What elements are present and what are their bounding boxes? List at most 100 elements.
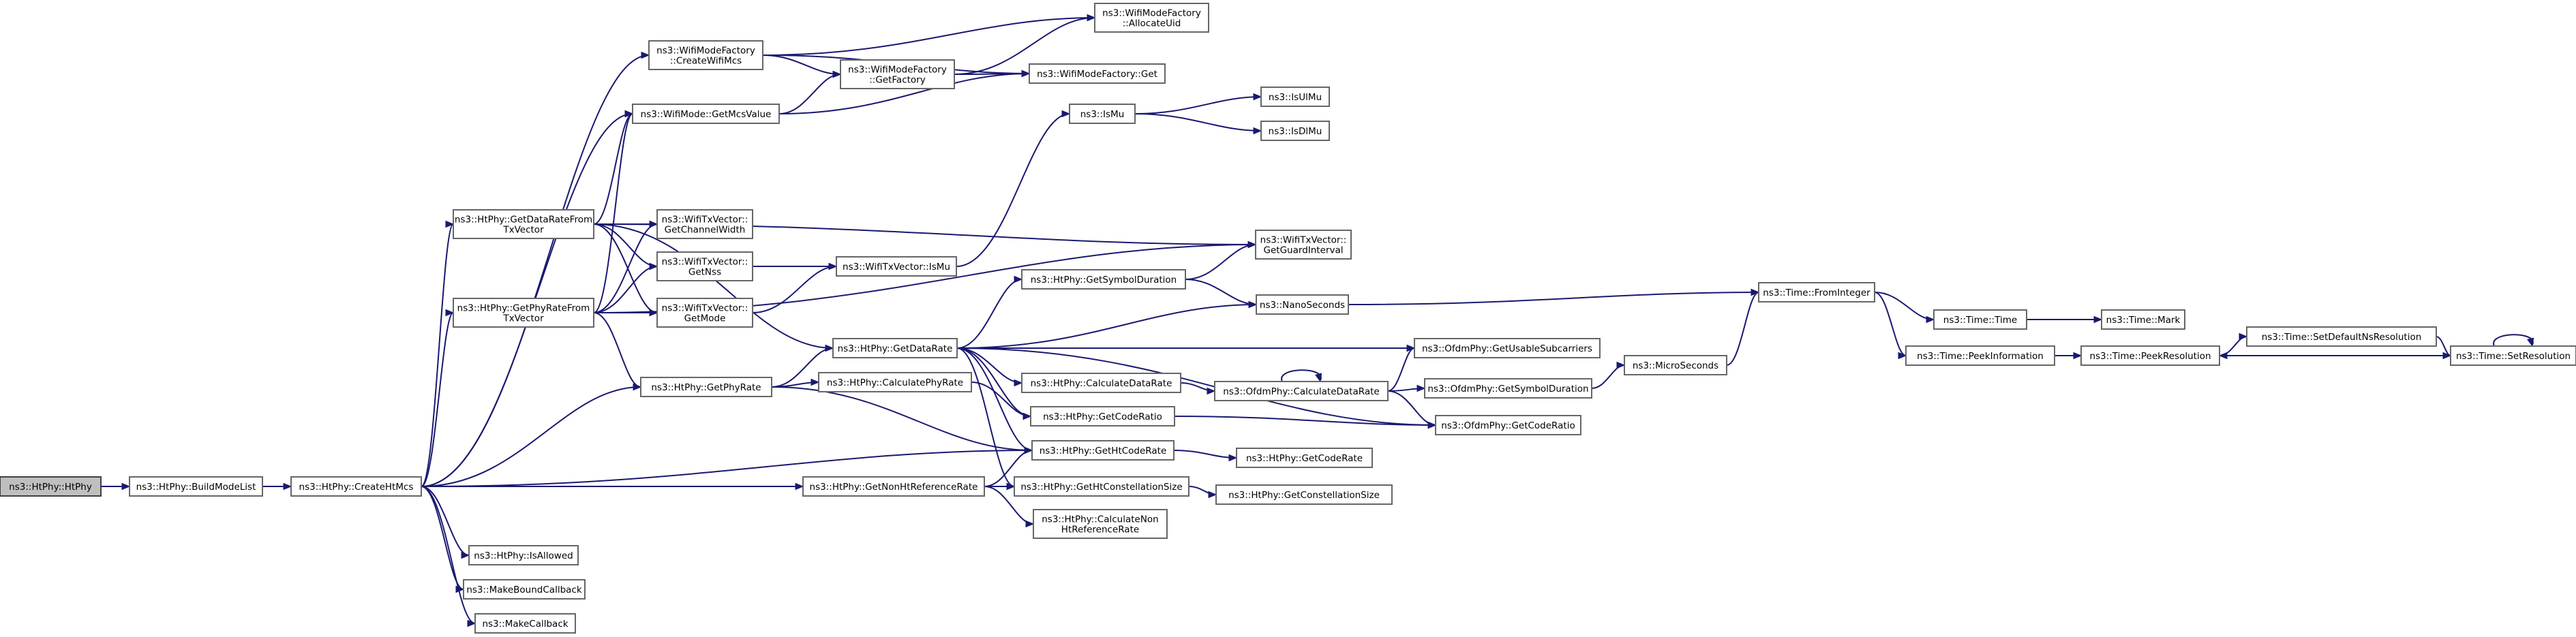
node-box xyxy=(656,209,753,239)
edge-ofdm-calc-data-rate-to-get-usable-subcarriers xyxy=(1387,344,1416,392)
edge-line xyxy=(593,113,633,225)
node-is-mu[interactable]: ns3::IsMu xyxy=(1069,104,1136,124)
node-get-data-rate[interactable]: ns3::HtPhy::GetDataRate xyxy=(832,338,958,358)
edge-get-factory-to-factory-get xyxy=(954,69,1031,78)
edge-arrowhead xyxy=(649,309,658,317)
node-get-nss[interactable]: ns3::WifiTxVector::GetNss xyxy=(656,251,753,281)
node-get-const-size[interactable]: ns3::HtPhy::GetConstellationSize xyxy=(1215,484,1393,505)
edge-time-time-to-time-mark xyxy=(2027,315,2103,324)
edge-create-ht-mcs-to-is-allowed xyxy=(421,486,470,559)
node-ofdm-calc-data-rate[interactable]: ns3::OfdmPhy::CalculateDataRate xyxy=(1214,381,1389,401)
edge-line xyxy=(752,266,837,313)
node-get-symbol-duration[interactable]: ns3::HtPhy::GetSymbolDuration xyxy=(1021,269,1186,290)
edge-set-resolution-to-peek-resolution xyxy=(2218,352,2451,360)
node-time-time[interactable]: ns3::Time::Time xyxy=(1933,309,2027,330)
node-set-resolution[interactable]: ns3::Time::SetResolution xyxy=(2450,345,2576,366)
node-get-phy-rate[interactable]: ns3::HtPhy::GetPhyRate xyxy=(640,377,772,397)
edge-calc-data-rate-to-ofdm-calc-data-rate xyxy=(1180,382,1216,395)
node-tx-is-mu[interactable]: ns3::WifiTxVector::IsMu xyxy=(836,256,957,277)
node-box xyxy=(832,338,958,358)
node-get-factory[interactable]: ns3::WifiModeFactory::GetFactory xyxy=(840,59,955,89)
edge-line xyxy=(1874,292,1907,356)
edge-arrowhead xyxy=(1207,387,1216,395)
edge-is-mu-to-is-dl-mu xyxy=(1134,113,1262,135)
node-label: HtReferenceRate xyxy=(1061,525,1139,535)
node-label: ns3::HtPhy::GetPhyRateFrom xyxy=(457,303,590,314)
node-label: ns3::WifiTxVector:: xyxy=(662,257,748,268)
node-allocate-uid[interactable]: ns3::WifiModeFactory::AllocateUid xyxy=(1094,3,1209,33)
edge-line xyxy=(421,386,641,487)
node-get-mcs-value[interactable]: ns3::WifiMode::GetMcsValue xyxy=(632,104,780,124)
node-time-mark[interactable]: ns3::Time::Mark xyxy=(2101,309,2185,330)
node-create-wifi-mcs[interactable]: ns3::WifiModeFactory::CreateWifiMcs xyxy=(648,40,763,70)
node-box xyxy=(802,476,985,497)
edge-arrowhead xyxy=(1253,127,1262,135)
node-box xyxy=(129,476,263,497)
edge-arrowhead xyxy=(1021,69,1031,78)
node-get-usable-subcarriers[interactable]: ns3::OfdmPhy::GetUsableSubcarriers xyxy=(1414,338,1601,358)
node-get-non-ht-ref-rate[interactable]: ns3::HtPhy::GetNonHtReferenceRate xyxy=(802,476,985,497)
edge-arrowhead xyxy=(2239,332,2248,341)
node-box xyxy=(648,40,763,70)
node-nano-seconds[interactable]: ns3::NanoSeconds xyxy=(1256,294,1349,315)
node-label: ns3::HtPhy::HtPhy xyxy=(9,482,92,493)
node-from-integer[interactable]: ns3::Time::FromInteger xyxy=(1758,282,1875,302)
edge-get-phy-rate-from-tx-to-get-channel-width xyxy=(593,220,658,313)
node-get-channel-width[interactable]: ns3::WifiTxVector::GetChannelWidth xyxy=(656,209,753,239)
node-peek-information[interactable]: ns3::Time::PeekInformation xyxy=(1905,345,2055,366)
edge-create-ht-mcs-to-create-wifi-mcs xyxy=(421,51,650,487)
node-box xyxy=(836,256,957,277)
edge-line xyxy=(1348,292,1759,305)
edge-arrowhead xyxy=(2218,352,2228,360)
node-get-ht-const-size[interactable]: ns3::HtPhy::GetHtConstellationSize xyxy=(1014,476,1189,497)
edge-is-mu-to-is-ul-mu xyxy=(1134,93,1262,114)
node-get-mode[interactable]: ns3::WifiTxVector::GetMode xyxy=(656,298,753,328)
node-box xyxy=(2080,345,2220,366)
node-is-ul-mu[interactable]: ns3::IsUlMu xyxy=(1260,87,1330,107)
node-label: ns3::Time::SetDefaultNsResolution xyxy=(2262,332,2422,343)
edge-line xyxy=(1726,292,1759,366)
node-ofdm-get-code-ratio[interactable]: ns3::OfdmPhy::GetCodeRatio xyxy=(1435,415,1581,435)
edge-arrowhead xyxy=(1014,379,1023,387)
node-get-guard-interval[interactable]: ns3::WifiTxVector::GetGuardInterval xyxy=(1255,230,1352,260)
node-make-callback[interactable]: ns3::MakeCallback xyxy=(474,613,576,634)
node-label: ns3::WifiModeFactory::Get xyxy=(1037,69,1157,80)
node-box xyxy=(2246,326,2437,347)
edge-get-data-rate-to-ht-get-code-ratio xyxy=(956,347,1032,420)
node-calc-phy-rate[interactable]: ns3::HtPhy::CalculatePhyRate xyxy=(818,372,972,392)
node-peek-resolution[interactable]: ns3::Time::PeekResolution xyxy=(2080,345,2220,366)
node-micro-seconds[interactable]: ns3::MicroSeconds xyxy=(1624,355,1727,375)
node-label: ::GetFactory xyxy=(869,75,925,86)
node-box xyxy=(1414,338,1601,358)
node-box xyxy=(2101,309,2185,330)
node-label: ns3::WifiModeFactory xyxy=(848,65,947,76)
edge-get-data-rate-to-get-symbol-duration xyxy=(956,275,1023,349)
node-box xyxy=(1624,355,1727,375)
node-set-default-ns-resolution[interactable]: ns3::Time::SetDefaultNsResolution xyxy=(2246,326,2437,347)
node-ofdm-get-symbol-duration[interactable]: ns3::OfdmPhy::GetSymbolDuration xyxy=(1424,378,1592,399)
node-make-bound-callback[interactable]: ns3::MakeBoundCallback xyxy=(463,579,586,600)
node-get-ht-code-rate[interactable]: ns3::HtPhy::GetHtCodeRate xyxy=(1031,440,1175,461)
node-ht-get-code-ratio[interactable]: ns3::HtPhy::GetCodeRatio xyxy=(1030,406,1175,426)
node-box xyxy=(453,298,594,328)
node-label: ns3::HtPhy::GetConstellationSize xyxy=(1228,490,1380,501)
node-label: ns3::HtPhy::CalculateNon xyxy=(1042,514,1159,525)
edge-arrowhead xyxy=(283,482,292,491)
edge-line xyxy=(593,223,834,349)
node-is-allowed[interactable]: ns3::HtPhy::IsAllowed xyxy=(468,545,579,565)
node-calc-data-rate[interactable]: ns3::HtPhy::CalculateDataRate xyxy=(1021,373,1181,393)
node-label: ns3::WifiTxVector:: xyxy=(662,303,748,314)
edge-get-phy-rate-from-tx-to-get-phy-rate xyxy=(593,312,642,391)
node-box xyxy=(1031,440,1175,461)
edge-line xyxy=(421,223,454,487)
node-create-ht-mcs[interactable]: ns3::HtPhy::CreateHtMcs xyxy=(290,476,422,497)
node-htphy-ctor[interactable]: ns3::HtPhy::HtPhy xyxy=(0,476,102,497)
node-is-dl-mu[interactable]: ns3::IsDlMu xyxy=(1260,121,1330,141)
node-build-mode-list[interactable]: ns3::HtPhy::BuildModeList xyxy=(129,476,263,497)
node-get-code-rate[interactable]: ns3::HtPhy::GetCodeRate xyxy=(1236,448,1373,468)
node-factory-get[interactable]: ns3::WifiModeFactory::Get xyxy=(1029,63,1166,84)
node-label: ns3::IsUlMu xyxy=(1269,92,1322,103)
